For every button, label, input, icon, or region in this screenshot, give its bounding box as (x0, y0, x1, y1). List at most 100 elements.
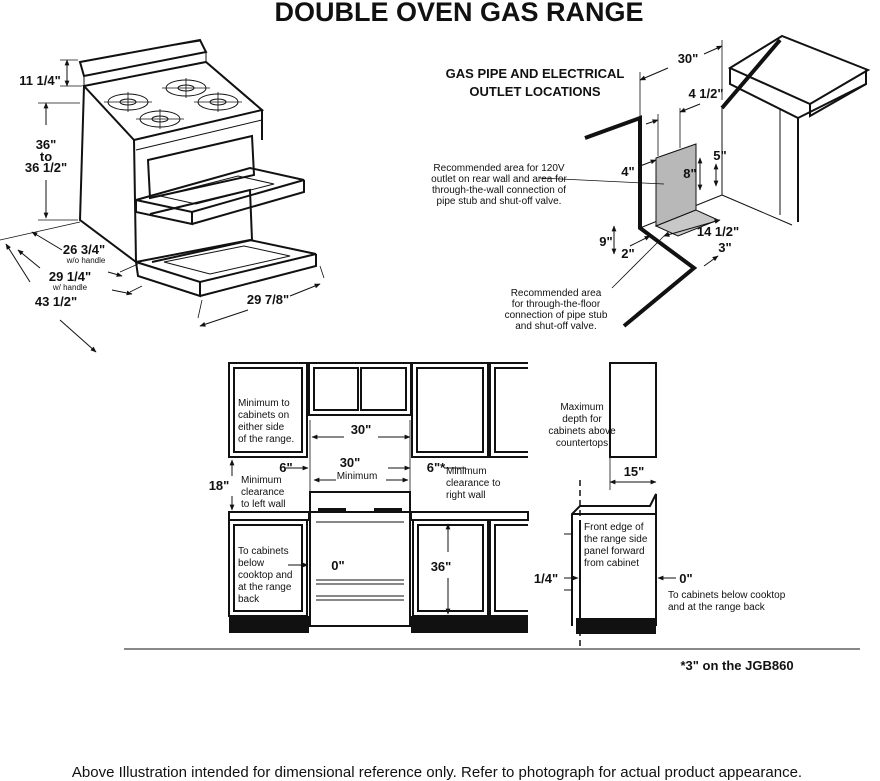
max-depth-note-1: Maximum (560, 402, 603, 413)
diagram-title: DOUBLE OVEN GAS RANGE (274, 0, 643, 27)
side-below-note-1: To cabinets below cooktop (668, 590, 786, 601)
cab-dim-30-top: 30" (351, 422, 372, 437)
below-note-5: back (238, 594, 260, 605)
cab-dim-30-min: 30" (340, 455, 361, 470)
floor-note-line2: for through-the-floor (512, 299, 601, 310)
max-depth-note-4: countertops (556, 438, 608, 449)
min-side-note-2: cabinets on (238, 410, 289, 421)
min-side-note-1: Minimum to (238, 398, 290, 409)
svg-text:below: below (238, 558, 265, 569)
gas-dim-4-1-2: 4 1/2" (688, 86, 723, 101)
gas-dim-8: 8" (683, 166, 696, 181)
gas-heading-line2: OUTLET LOCATIONS (469, 84, 601, 99)
toe-kick-right (411, 616, 528, 633)
cab-dim-36: 36" (431, 559, 452, 574)
gas-dim-3: 3" (718, 240, 731, 255)
dim-height-to: to (40, 149, 52, 164)
below-note-2: below (238, 558, 265, 569)
svg-text:cooktop and: cooktop and (238, 570, 293, 581)
svg-text:countertops: countertops (556, 438, 608, 449)
svg-text:pipe stub and shut-off valve.: pipe stub and shut-off valve. (437, 196, 562, 207)
toe-kick-left (229, 616, 309, 633)
dim-height-36: 36" (36, 137, 57, 152)
dim-depth-handle: 29 1/4" (49, 269, 91, 284)
floor-note-line3: connection of pipe stub (505, 310, 608, 321)
svg-text:Minimum to: Minimum to (238, 398, 290, 409)
svg-text:and shut-off valve.: and shut-off valve. (515, 321, 597, 332)
svg-text:depth for: depth for (562, 414, 602, 425)
svg-text:cabinets on: cabinets on (238, 410, 289, 421)
dim-backguard: 11 1/4" (19, 73, 61, 88)
below-note-1: To cabinets (238, 546, 289, 557)
svg-text:Front edge of: Front edge of (584, 522, 644, 533)
right-note-2: clearance to (446, 478, 501, 489)
side-toe-kick (576, 618, 656, 634)
footer-disclaimer: Above Illustration intended for dimensio… (72, 764, 802, 781)
below-note-4: at the range (238, 582, 292, 593)
svg-text:right wall: right wall (446, 490, 485, 501)
svg-text:panel forward: panel forward (584, 546, 645, 557)
range-isometric-view (78, 38, 317, 298)
svg-text:either side: either side (238, 422, 285, 433)
gas-dim-5: 5" (713, 148, 726, 163)
front-edge-note-1: Front edge of (584, 522, 644, 533)
svg-text:To cabinets: To cabinets (238, 546, 289, 557)
svg-text:clearance to: clearance to (446, 478, 501, 489)
svg-text:clearance: clearance (241, 487, 285, 498)
side-dim-1-4: 1/4" (534, 571, 558, 586)
min-side-note-3: either side (238, 422, 285, 433)
svg-text:of the range.: of the range. (238, 434, 294, 445)
max-depth-note-2: depth for (562, 414, 602, 425)
svg-text:at the range: at the range (238, 582, 292, 593)
svg-text:connection of pipe stub: connection of pipe stub (505, 310, 608, 321)
svg-text:through-the-wall connection of: through-the-wall connection of (432, 185, 566, 196)
front-edge-note-2: the range side (584, 534, 648, 545)
wall-note-line1: Recommended area for 120V (433, 163, 565, 174)
wall-note-line3: through-the-wall connection of (432, 185, 566, 196)
svg-text:To cabinets below cooktop: To cabinets below cooktop (668, 590, 786, 601)
dim-depth-open: 43 1/2" (35, 294, 77, 309)
svg-text:for through-the-floor: for through-the-floor (512, 299, 601, 310)
gas-heading-line1: GAS PIPE AND ELECTRICAL (446, 66, 625, 81)
svg-text:cabinets above: cabinets above (548, 426, 616, 437)
cab-dim-6-left: 6" (279, 460, 292, 475)
gas-dim-2: 2" (621, 246, 634, 261)
left-note-2: clearance (241, 487, 285, 498)
model-note: *3" on the JGB860 (680, 658, 793, 673)
right-note-3: right wall (446, 490, 485, 501)
side-dim-0: 0" (679, 571, 692, 586)
dim-depth-no-handle-note: w/o handle (66, 256, 106, 265)
svg-text:back: back (238, 594, 260, 605)
svg-text:Recommended area: Recommended area (511, 288, 602, 299)
svg-text:Minimum: Minimum (446, 466, 487, 477)
side-dim-15: 15" (624, 464, 645, 479)
svg-text:the range side: the range side (584, 534, 648, 545)
cab-dim-6-right: 6"* (427, 460, 446, 475)
wall-note-line4: pipe stub and shut-off valve. (437, 196, 562, 207)
svg-text:to left wall: to left wall (241, 499, 285, 510)
cab-dim-18: 18" (209, 478, 230, 493)
floor-note-line4: and shut-off valve. (515, 321, 597, 332)
floor-note-line1: Recommended area (511, 288, 602, 299)
cabinet-front-view: 30" 30" Minimum 6" 6"* 18" 0" 36" Minimu… (124, 362, 860, 650)
range-dimensions: 11 1/4" 36" to 36 1/2" 26 3/4" w/o handl… (0, 59, 325, 353)
svg-text:from cabinet: from cabinet (584, 558, 639, 569)
left-note-3: to left wall (241, 499, 285, 510)
side-below-note-2: and at the range back (668, 602, 766, 613)
gas-dim-9: 9" (599, 234, 612, 249)
min-side-note-4: of the range. (238, 434, 294, 445)
gas-dim-4: 4" (621, 164, 634, 179)
svg-text:Minimum: Minimum (241, 475, 282, 486)
svg-text:Recommended area for 120V: Recommended area for 120V (433, 163, 565, 174)
dim-height-36-1-2: 36 1/2" (25, 160, 67, 175)
burner-grates (104, 78, 242, 129)
svg-text:outlet on rear wall and area f: outlet on rear wall and area for (431, 174, 567, 185)
gas-dim-30: 30" (678, 51, 699, 66)
svg-text:and at the range back: and at the range back (668, 602, 766, 613)
gas-dim-14-1-2: 14 1/2" (697, 224, 739, 239)
wall-note-line2: outlet on rear wall and area for (431, 174, 567, 185)
dim-depth-handle-note: w/ handle (52, 283, 88, 292)
dim-width: 29 7/8" (247, 292, 289, 307)
left-note-1: Minimum (241, 475, 282, 486)
